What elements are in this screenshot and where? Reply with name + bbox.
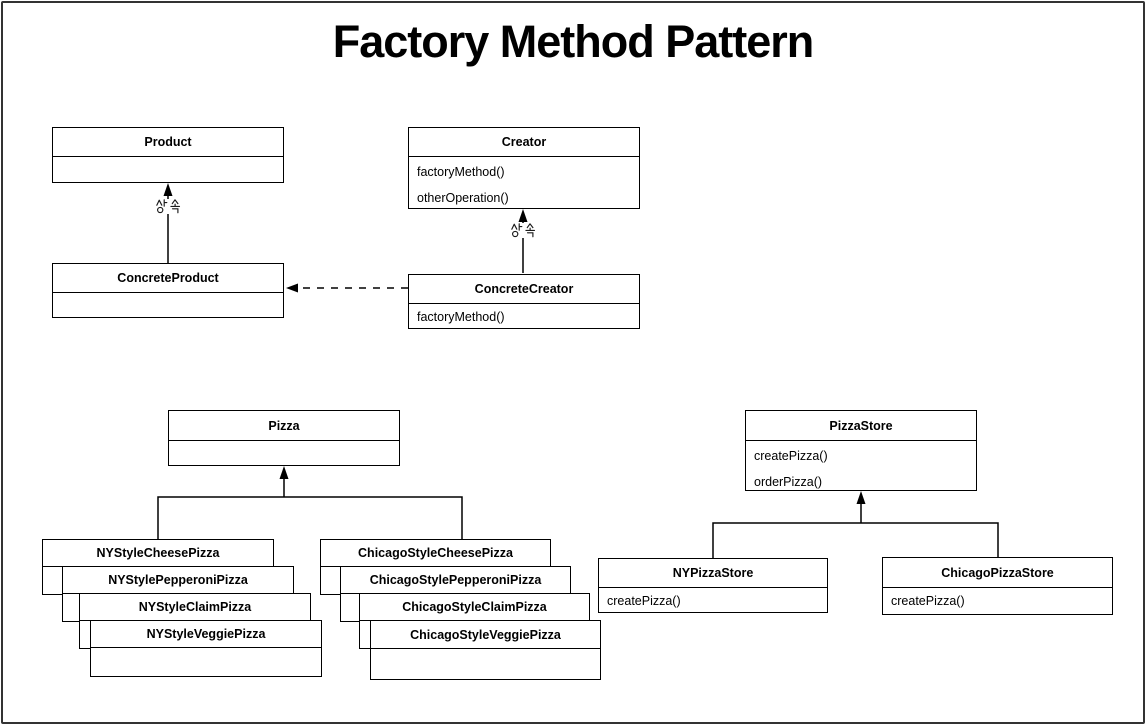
class-method: createPizza() — [754, 449, 828, 463]
class-box-pizza-store: PizzaStore createPizza() orderPizza() — [745, 410, 977, 491]
class-title: NYStylePepperoniPizza — [63, 567, 293, 594]
class-body — [169, 441, 399, 443]
class-title: Pizza — [169, 411, 399, 441]
inheritance-tree-pizza — [157, 496, 463, 539]
class-title: ChicagoPizzaStore — [883, 558, 1112, 588]
class-body: createPizza() — [883, 588, 1112, 613]
class-method: otherOperation() — [417, 191, 509, 205]
inheritance-label: 상속 — [510, 223, 538, 238]
hangul-sangsok-glyph — [156, 199, 181, 214]
inheritance-label-text: 상속 — [182, 199, 183, 200]
arrowhead-pizzastore — [856, 491, 866, 504]
class-body: factoryMethod() — [409, 304, 639, 329]
arrowhead-creator — [518, 209, 528, 222]
class-box-concrete-product: ConcreteProduct — [52, 263, 284, 318]
class-box-creator: Creator factoryMethod() otherOperation() — [408, 127, 640, 209]
class-title: Creator — [409, 128, 639, 157]
class-method: createPizza() — [607, 594, 681, 608]
hangul-sangsok-glyph — [511, 223, 536, 238]
class-box-ny-veggie-pizza: NYStyleVeggiePizza — [90, 620, 322, 677]
class-title: NYStyleVeggiePizza — [91, 621, 321, 648]
inheritance-label: 상속 — [155, 199, 183, 214]
class-title: ChicagoStyleClaimPizza — [360, 594, 589, 621]
class-title: NYStyleCheesePizza — [43, 540, 273, 567]
class-box-pizza: Pizza — [168, 410, 400, 466]
arrowhead-product — [163, 183, 173, 196]
class-box-product: Product — [52, 127, 284, 183]
arrowhead-pizza — [279, 466, 289, 479]
class-title: ChicagoStyleVeggiePizza — [371, 621, 600, 649]
class-body: factoryMethod() otherOperation() — [409, 157, 639, 211]
class-title: NYPizzaStore — [599, 559, 827, 588]
class-body — [53, 293, 283, 295]
class-title: PizzaStore — [746, 411, 976, 441]
class-box-concrete-creator: ConcreteCreator factoryMethod() — [408, 274, 640, 329]
inheritance-label-text: 상속 — [537, 223, 538, 224]
arrowhead-concreteproduct — [286, 283, 298, 293]
class-box-chicago-veggie-pizza: ChicagoStyleVeggiePizza — [370, 620, 601, 680]
class-body: createPizza() orderPizza() — [746, 441, 976, 495]
class-body — [53, 157, 283, 159]
class-title: ConcreteCreator — [409, 275, 639, 304]
class-body — [91, 648, 321, 650]
class-title: ChicagoStyleCheesePizza — [321, 540, 550, 567]
class-box-chicago-pizza-store: ChicagoPizzaStore createPizza() — [882, 557, 1113, 615]
class-box-ny-pizza-store: NYPizzaStore createPizza() — [598, 558, 828, 613]
class-title: ChicagoStylePepperoniPizza — [341, 567, 570, 594]
class-body — [371, 649, 600, 651]
inheritance-tree-pizzastore — [712, 522, 999, 558]
class-method: orderPizza() — [754, 475, 823, 489]
class-method: createPizza() — [891, 594, 965, 608]
class-method: factoryMethod() — [417, 165, 505, 179]
class-title: NYStyleClaimPizza — [80, 594, 310, 621]
class-body: createPizza() — [599, 588, 827, 613]
class-title: Product — [53, 128, 283, 157]
class-title: ConcreteProduct — [53, 264, 283, 293]
diagram-title: Factory Method Pattern — [332, 16, 815, 67]
class-method: factoryMethod() — [417, 310, 505, 324]
